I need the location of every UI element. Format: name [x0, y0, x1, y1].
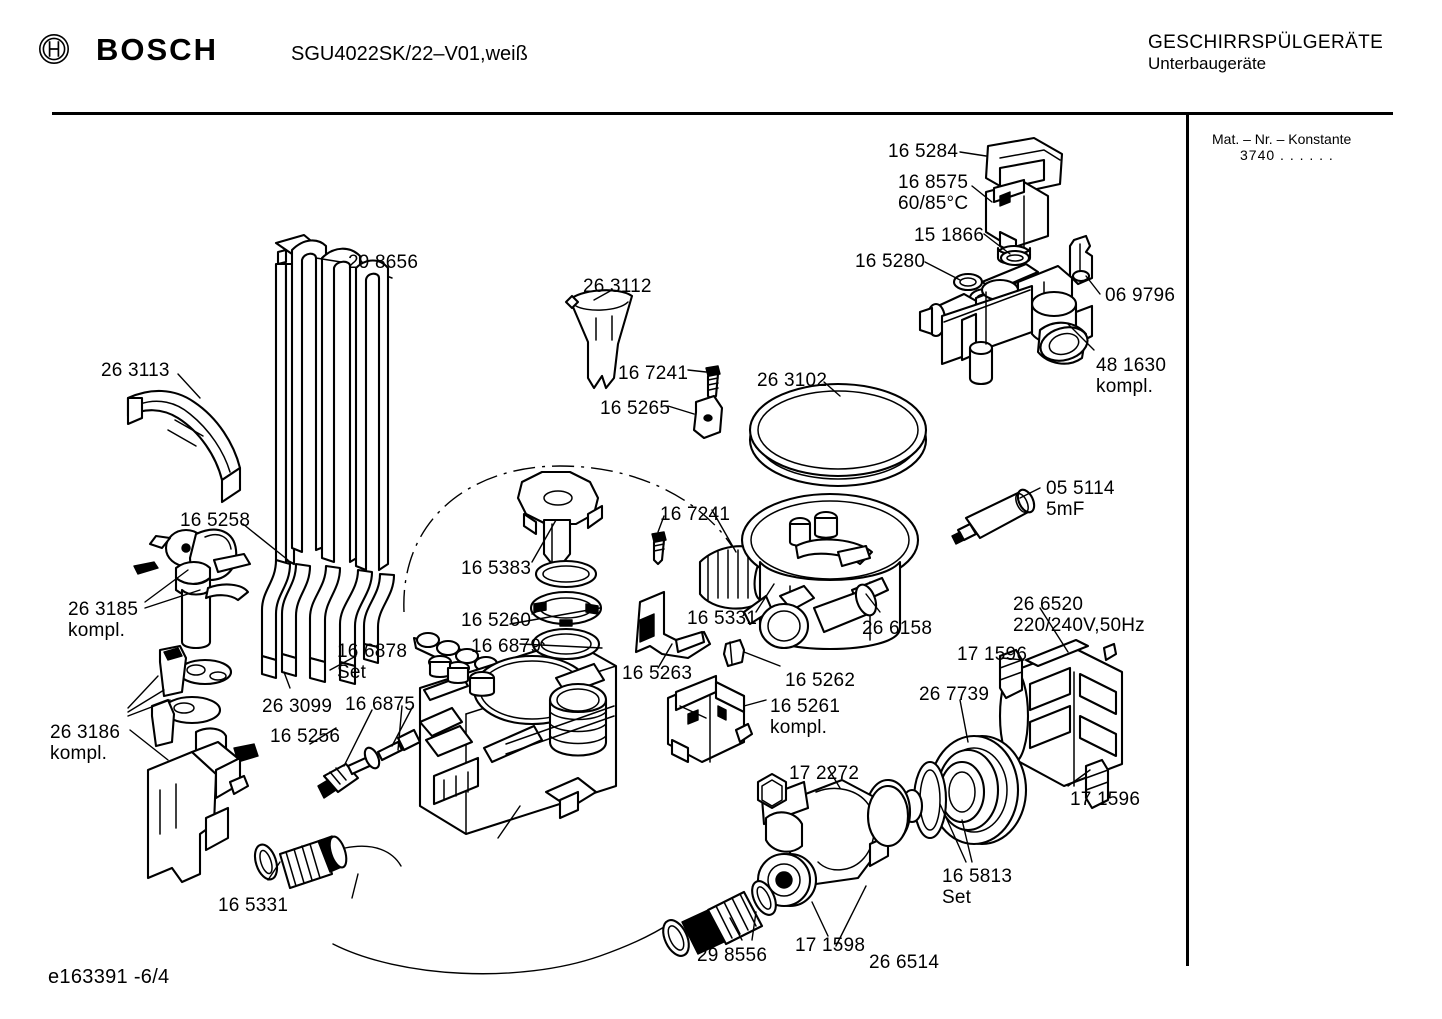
part-callout: 06 9796: [1105, 285, 1175, 306]
part-number: 26 3185: [68, 599, 139, 620]
part-number: 16 5256: [270, 726, 341, 747]
part-number: 17 1596: [957, 644, 1028, 665]
part-number: 26 6514: [869, 952, 940, 973]
part-note: Set: [942, 887, 972, 908]
part-callout: 26 3112: [583, 276, 652, 297]
part-callout: 16 7241: [660, 504, 730, 525]
mat-nr-title: Mat. – Nr. – Konstante: [1212, 131, 1352, 147]
part-number: 26 3099: [262, 696, 333, 717]
part-callout: 16 5256: [270, 726, 340, 747]
part-number: 16 5331: [687, 608, 758, 629]
part-callout: 17 2272: [789, 763, 859, 784]
document-code: e163391 -6/4: [48, 966, 170, 988]
part-number: 16 6875: [345, 694, 416, 715]
part-number: 16 5263: [622, 663, 693, 684]
part-number: 26 6158: [862, 618, 933, 639]
part-number: 26 6520: [1013, 594, 1084, 615]
part-number: 26 3113: [101, 360, 170, 381]
part-note: Set: [337, 662, 367, 683]
part-number: 26 3112: [583, 276, 652, 297]
part-callout: 29 8556: [697, 945, 767, 966]
part-callout: 16 5331: [687, 608, 757, 629]
part-callout: 26 6514: [869, 952, 939, 973]
part-note: 5mF: [1046, 499, 1085, 520]
part-note: 220/240V,50Hz: [1013, 615, 1145, 636]
part-callout: 26 6158: [862, 618, 932, 639]
part-callout: 26 3099: [262, 696, 332, 717]
part-callout: 16 5383: [461, 558, 531, 579]
part-number: 17 2272: [789, 763, 860, 784]
part-number: 16 5262: [785, 670, 856, 691]
header-divider-rule: [52, 112, 1393, 115]
part-callout: 16 5262: [785, 670, 855, 691]
panel-divider-rule: [1186, 113, 1189, 966]
part-callout: 26 7739: [919, 684, 989, 705]
part-number: 16 5331: [218, 895, 289, 916]
part-number: 16 8575: [898, 172, 969, 193]
part-number: 16 7241: [618, 363, 689, 384]
part-callout: 17 1596: [1070, 789, 1140, 810]
part-callout: 16 6875: [345, 694, 415, 715]
part-note: kompl.: [770, 717, 828, 738]
part-number: 16 5265: [600, 398, 671, 419]
part-number: 16 6879: [471, 636, 542, 657]
part-number: 29 8556: [697, 945, 768, 966]
brand-wordmark: BOSCH: [96, 32, 218, 67]
part-callout: 16 7241: [618, 363, 688, 384]
part-number: 17 1596: [1070, 789, 1141, 810]
part-number: 16 6878: [337, 641, 408, 662]
part-number: 16 5260: [461, 610, 532, 631]
part-callout: 16 5263: [622, 663, 692, 684]
part-number: 16 5284: [888, 141, 959, 162]
part-callout: 26 3113: [101, 360, 170, 381]
mat-nr-value: 3740 . . . . . .: [1240, 147, 1334, 163]
part-number: 26 3186: [50, 722, 121, 743]
part-number: 29 8656: [348, 252, 419, 273]
part-note: 60/85°C: [898, 193, 969, 214]
part-callout: 16 5265: [600, 398, 670, 419]
part-number: 16 5813: [942, 866, 1013, 887]
part-callout: 29 8656: [348, 252, 418, 273]
part-number: 16 7241: [660, 504, 731, 525]
product-category: GESCHIRRSPÜLGERÄTE: [1148, 32, 1384, 53]
part-number: 05 5114: [1046, 478, 1115, 499]
part-callout: 16 6879: [471, 636, 541, 657]
part-number: 16 5258: [180, 510, 251, 531]
part-callout: 16 5280: [855, 251, 925, 272]
part-callout: 26 3102: [757, 370, 827, 391]
part-number: 16 5261: [770, 696, 841, 717]
part-callout: 16 5258: [180, 510, 250, 531]
bosch-roundel-icon: [38, 33, 70, 65]
part-number: 17 1598: [795, 935, 866, 956]
part-callout: 16 5331: [218, 895, 288, 916]
part-number: 48 1630: [1096, 355, 1167, 376]
product-subcategory: Unterbaugeräte: [1148, 54, 1267, 73]
part-number: 16 5383: [461, 558, 532, 579]
model-number: SGU4022SK/22–V01,weiß: [291, 43, 528, 65]
part-number: 06 9796: [1105, 285, 1176, 306]
part-number: 16 5280: [855, 251, 926, 272]
part-callout: 17 1598: [795, 935, 865, 956]
part-note: kompl.: [1096, 376, 1154, 397]
part-callout: 16 5284: [888, 141, 958, 162]
part-callout: 15 1866: [914, 225, 984, 246]
part-number: 15 1866: [914, 225, 985, 246]
part-callout: 17 1596: [957, 644, 1027, 665]
part-number: 26 3102: [757, 370, 828, 391]
part-callout: 16 5260: [461, 610, 531, 631]
part-note: kompl.: [50, 743, 108, 764]
part-note: kompl.: [68, 620, 126, 641]
part-number: 26 7739: [919, 684, 990, 705]
